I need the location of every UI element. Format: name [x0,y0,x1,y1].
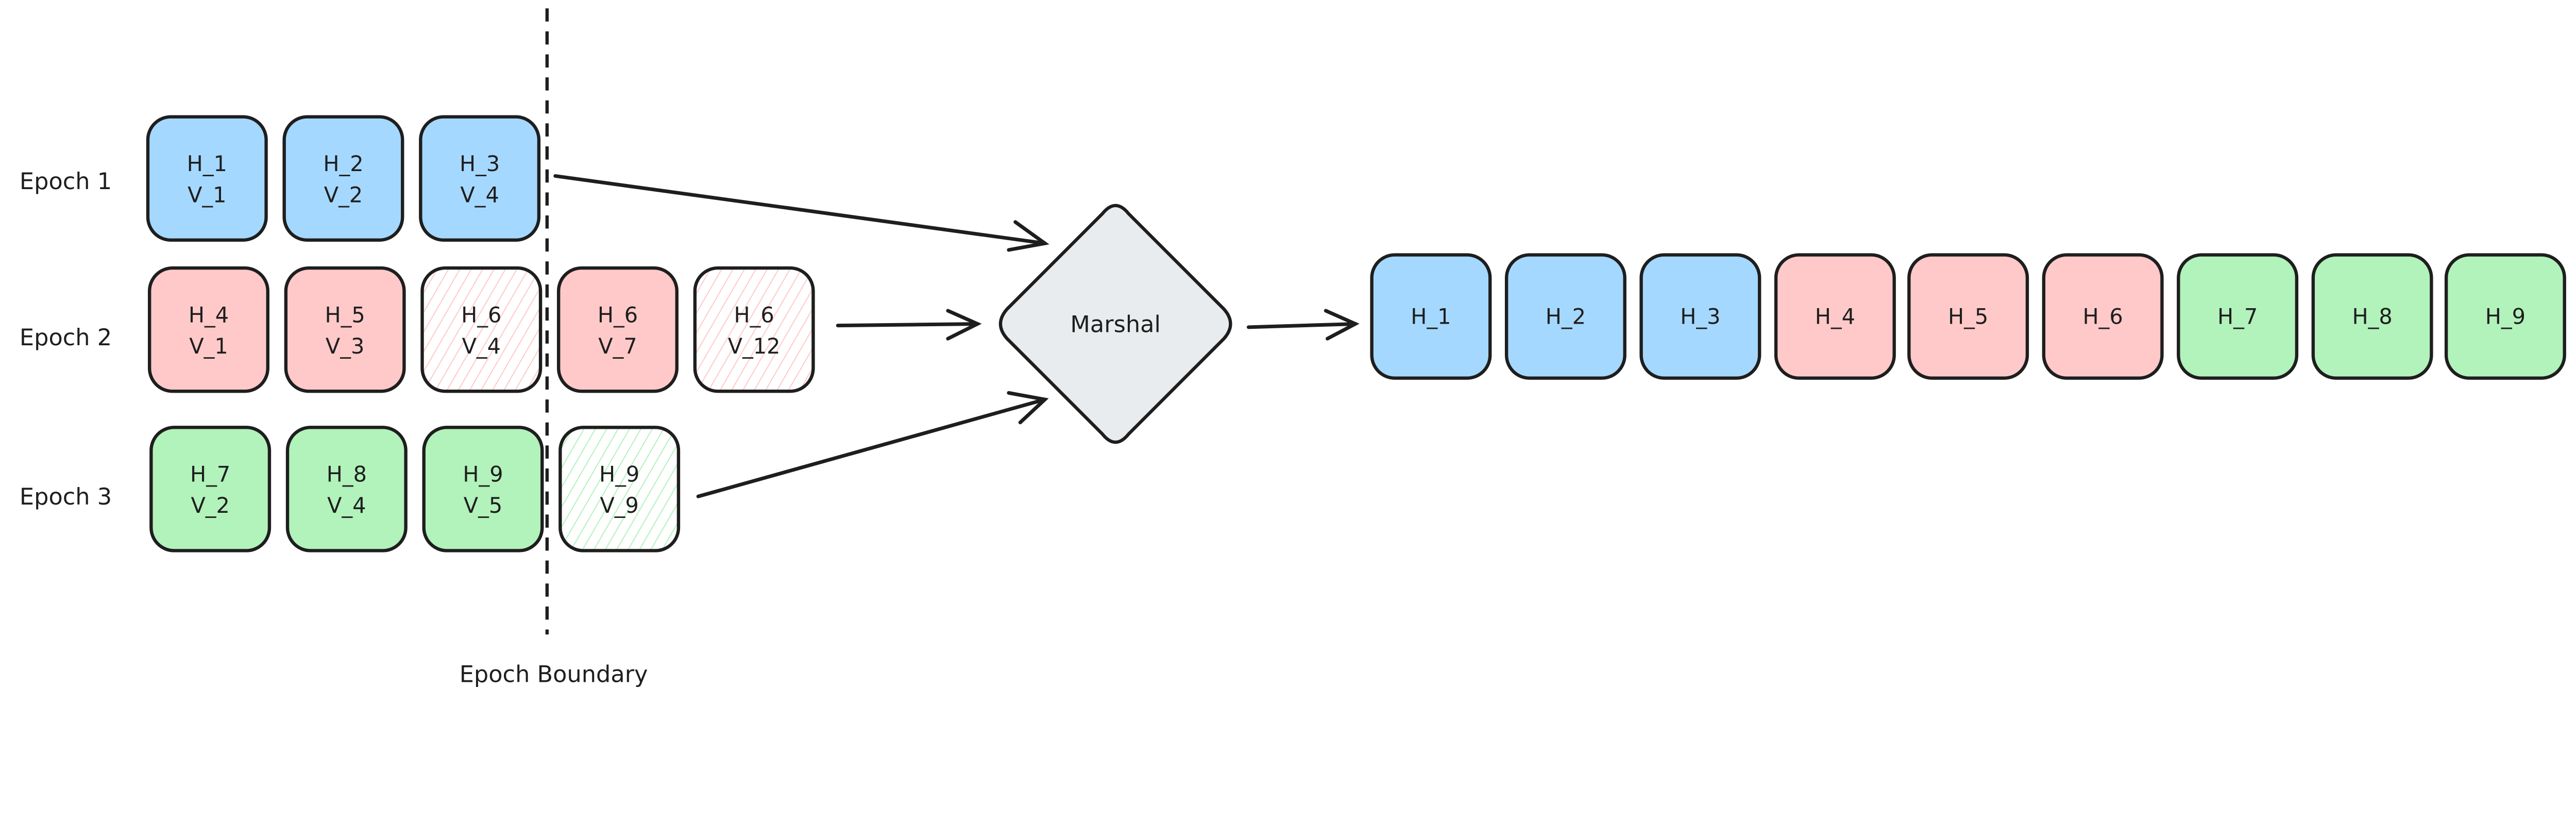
output-block-label: H_6 [2083,304,2123,329]
block-v-label: V_12 [728,334,781,359]
output-block-rect [1774,253,1896,380]
output-block-label: H_7 [2217,304,2258,329]
output-block-rect [2177,253,2299,380]
hatched-block: H_6V_4 [420,266,543,393]
block: H_1V_1 [146,115,268,242]
output-block-rect [1504,253,1626,380]
block-v-label: V_9 [600,493,638,518]
block: H_7V_2 [149,426,272,552]
output-block-label: H_5 [1948,304,1988,329]
block-v-label: V_4 [327,493,366,518]
block-rect [422,426,544,552]
block-rect [420,266,543,393]
hatched-block: H_9V_9 [558,426,681,552]
epoch-row: Epoch 3H_7V_2H_8V_4H_9V_5H_9V_9 [20,426,681,552]
arrow-epoch1-to-marshal [553,174,1049,252]
output-block: H_9 [2444,253,2566,380]
block: H_6V_7 [556,266,679,393]
block: H_4V_1 [147,266,269,393]
output-block: H_6 [2042,253,2164,380]
hatched-block: H_6V_12 [693,266,815,393]
block-rect [285,426,408,552]
output-block-rect [2444,253,2566,380]
output-block-label: H_9 [2485,304,2526,329]
block-v-label: V_1 [188,182,226,207]
output-sequence: H_1 H_2 H_3 H_4 H_5 H_6 H_7 H_8 H_9 [1370,253,2566,380]
block-rect [149,426,272,552]
epoch-row: Epoch 1H_1V_1H_2V_2H_3V_4 [20,115,541,242]
block-h-label: H_9 [599,462,639,487]
block-v-label: V_2 [324,182,363,207]
output-block-rect [1370,253,1492,380]
block-v-label: V_4 [462,334,501,359]
block-rect [282,115,404,242]
block-h-label: H_3 [460,152,500,176]
block-h-label: H_5 [325,303,365,327]
block: H_3V_4 [419,115,541,242]
epoch-row: Epoch 2H_4V_1H_5V_3H_6V_4H_6V_7H_6V_12 [20,266,815,393]
block-rect [419,115,541,242]
epoch-label: Epoch 3 [20,483,112,510]
arrow-epoch2-to-marshal [836,309,982,341]
block-h-label: H_6 [598,303,638,327]
output-block: H_4 [1774,253,1896,380]
output-block-label: H_1 [1411,304,1451,329]
output-block: H_5 [1907,253,2029,380]
epoch-label: Epoch 1 [20,168,112,195]
block-h-label: H_9 [463,462,503,487]
output-block-label: H_4 [1815,304,1855,329]
block-h-label: H_7 [190,462,230,487]
output-block: H_3 [1639,253,1761,380]
block-h-label: H_6 [734,303,774,327]
output-block: H_8 [2311,253,2433,380]
epoch-boundary-label: Epoch Boundary [460,661,648,688]
block-v-label: V_7 [598,334,637,359]
arrows [553,174,1360,498]
block-rect [693,266,815,393]
block-v-label: V_5 [464,493,502,518]
output-block-label: H_8 [2352,304,2392,329]
diagram-canvas: Epoch Boundary Epoch 1H_1V_1H_2V_2H_3V_4… [20,8,2566,688]
output-block-rect [1639,253,1761,380]
block-h-label: H_8 [327,462,367,487]
block-h-label: H_4 [189,303,229,327]
arrow-marshal-to-output [1246,309,1360,341]
block-rect [284,266,406,393]
block-v-label: V_2 [191,493,229,518]
output-block-rect [2311,253,2433,380]
block-rect [558,426,681,552]
output-block: H_1 [1370,253,1492,380]
block-h-label: H_1 [187,152,227,176]
block: H_2V_2 [282,115,404,242]
block: H_9V_5 [422,426,544,552]
block-v-label: V_3 [326,334,364,359]
block-h-label: H_2 [323,152,363,176]
marshal-node: Marshal [998,204,1232,444]
marshal-diamond [998,204,1232,444]
output-block: H_2 [1504,253,1626,380]
output-block: H_7 [2177,253,2299,380]
block-v-label: V_4 [460,182,499,207]
block-rect [147,266,269,393]
output-block-label: H_3 [1680,304,1720,329]
block-h-label: H_6 [461,303,501,327]
block: H_8V_4 [285,426,408,552]
output-block-label: H_2 [1546,304,1586,329]
block-rect [556,266,679,393]
epoch-label: Epoch 2 [20,324,112,351]
output-block-rect [1907,253,2029,380]
output-block-rect [2042,253,2164,380]
block-rect [146,115,268,242]
arrow-epoch3-to-marshal [696,391,1049,498]
marshal-label: Marshal [1070,311,1160,338]
block-v-label: V_1 [189,334,228,359]
block: H_5V_3 [284,266,406,393]
